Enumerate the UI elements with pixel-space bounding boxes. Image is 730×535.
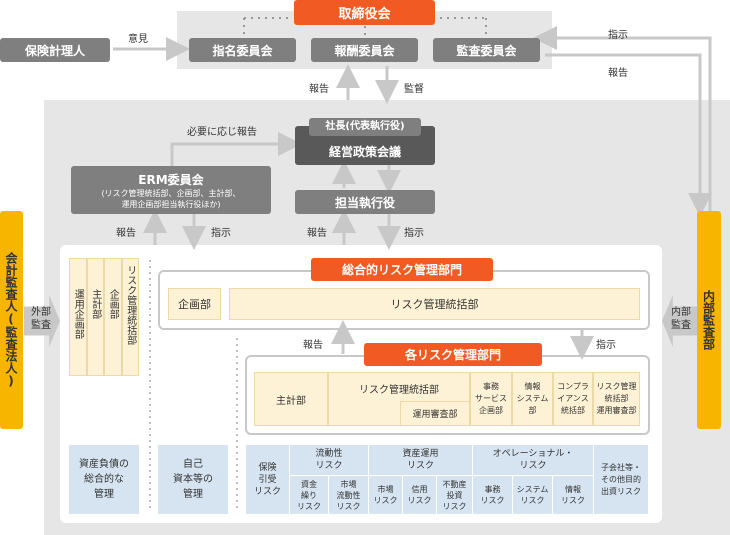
erm-committee: ERM委員会 (リスク管理統括部、企画部、主計部、 運用企画部担当執行役ほか) <box>71 166 271 214</box>
each-it-dept: 情報システム部 <box>512 372 553 426</box>
integrated-risk-dept: リスク管理統括部 <box>229 288 640 320</box>
alm-box: 資産負債の総合的な管理 <box>69 445 139 514</box>
report-label-integrated: 報告 <box>303 340 323 351</box>
each-investment-review-dept: 運用審査部 <box>400 401 470 426</box>
management-policy-title: 経営政策会議 <box>328 145 401 159</box>
report-label-audit: 報告 <box>608 68 628 79</box>
each-accounting-dept: 主計部 <box>254 372 328 426</box>
audit-committee: 監査委員会 <box>433 38 540 62</box>
nomination-committee: 指名委員会 <box>189 38 296 62</box>
instruct-label-erm: 指示 <box>211 228 231 239</box>
real-estate-risk: 不動産投資リスク <box>437 476 472 514</box>
each-rm-investment-review: リスク管理統括部運用審査部 <box>593 372 640 426</box>
erm-sub1: (リスク管理統括部、企画部、主計部、 <box>101 188 241 198</box>
report-label-erm: 報告 <box>116 228 136 239</box>
erm-title: ERM委員会 <box>138 172 204 187</box>
appointed-actuary: 保険計理人 <box>0 38 110 62</box>
admin-risk: 事務リスク <box>473 476 512 514</box>
accounting-auditor: 会計監査人(監査法人) <box>0 211 23 429</box>
system-risk: システムリスク <box>513 476 552 514</box>
president-label: 社長(代表執行役) <box>309 118 421 136</box>
accounting-auditor-label: 会計監査人(監査法人) <box>4 252 18 388</box>
internal-audit-label: 内部監査 <box>671 307 691 331</box>
credit-risk: 信用リスク <box>403 476 436 514</box>
internal-audit-dept: 内部監査部 <box>697 211 721 429</box>
capital-box: 自己資本等の管理 <box>158 445 228 514</box>
each-compliance-dept: コンプライアンス統括部 <box>553 372 593 426</box>
funding-risk: 資金繰りリスク <box>290 476 328 514</box>
subsidiary-risk: 子会社等・その他目的出資リスク <box>594 445 648 514</box>
report-label-officer: 報告 <box>307 228 327 239</box>
each-admin-service-dept: 事務サービス企画部 <box>470 372 512 426</box>
instruct-label-integrated: 指示 <box>596 340 616 351</box>
integrated-planning-dept: 企画部 <box>168 288 221 320</box>
insurance-risk: 保険引受リスク <box>246 445 289 514</box>
erm-sub2: 運用企画部担当執行役ほか) <box>121 199 221 209</box>
operational-risk: オペレーショナル・リスク <box>473 445 593 475</box>
market-liquidity-risk: 市場流動性リスク <box>329 476 368 514</box>
external-audit-label: 外部監査 <box>31 307 51 331</box>
information-risk: 情報リスク <box>553 476 593 514</box>
left-dept-accounting: 主計部 <box>86 258 104 376</box>
left-dept-planning: 企画部 <box>104 258 122 376</box>
asset-management-risk: 資産運用リスク <box>369 445 472 475</box>
internal-audit-dept-label: 内部監査部 <box>701 290 716 350</box>
executive-officer: 担当執行役 <box>295 190 435 214</box>
compensation-committee: 報酬委員会 <box>311 38 418 62</box>
report-as-needed-label: 必要に応じ報告 <box>187 127 257 138</box>
board-of-directors: 取締役会 <box>294 0 435 25</box>
management-policy-meeting: 社長(代表執行役) 経営政策会議 <box>295 118 435 165</box>
left-dept-investment-planning: 運用企画部 <box>69 258 87 376</box>
opinion-label: 意見 <box>128 34 148 45</box>
report-label-board: 報告 <box>309 84 329 95</box>
each-risk-title: 各リスク管理部門 <box>364 343 542 366</box>
instruct-label-officer: 指示 <box>404 228 424 239</box>
supervise-label: 監督 <box>404 84 424 95</box>
instruct-label-audit: 指示 <box>608 30 628 41</box>
market-risk: 市場リスク <box>369 476 402 514</box>
left-dept-risk-management: リスク管理統括部 <box>121 258 139 376</box>
integrated-risk-title: 総合的リスク管理部門 <box>311 258 493 281</box>
left-departments: 運用企画部 主計部 企画部 リスク管理統括部 <box>69 258 139 376</box>
liquidity-risk: 流動性リスク <box>290 445 368 475</box>
